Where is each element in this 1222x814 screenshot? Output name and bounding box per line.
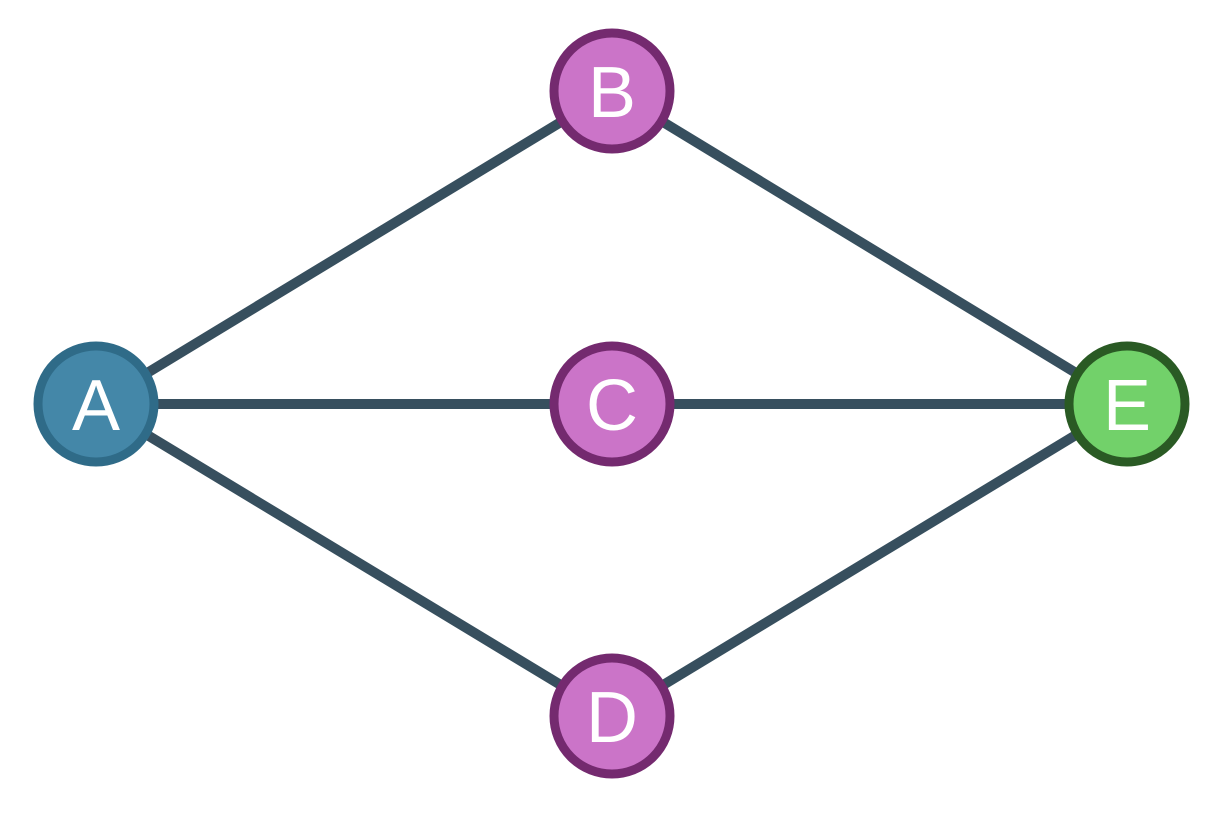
edge-a-b	[93, 86, 615, 409]
node-c: C	[549, 341, 675, 467]
node-e-label: E	[1103, 366, 1151, 446]
node-b-label: B	[588, 53, 636, 133]
node-d: D	[549, 653, 675, 779]
node-b-circle	[549, 28, 675, 154]
node-d-circle	[549, 653, 675, 779]
node-c-label: C	[586, 366, 638, 446]
nodes-layer: A B C D E	[33, 28, 1190, 779]
node-a: A	[33, 341, 159, 467]
node-d-label: D	[586, 678, 638, 758]
edge-d-e	[609, 399, 1130, 721]
node-b: B	[549, 28, 675, 154]
node-e-circle	[1064, 341, 1190, 467]
node-e: E	[1064, 341, 1190, 467]
edge-b-e	[609, 86, 1130, 409]
node-a-label: A	[72, 366, 120, 446]
edges-layer	[93, 86, 1130, 721]
edge-a-d	[93, 399, 615, 721]
node-c-circle	[549, 341, 675, 467]
node-a-circle	[33, 341, 159, 467]
